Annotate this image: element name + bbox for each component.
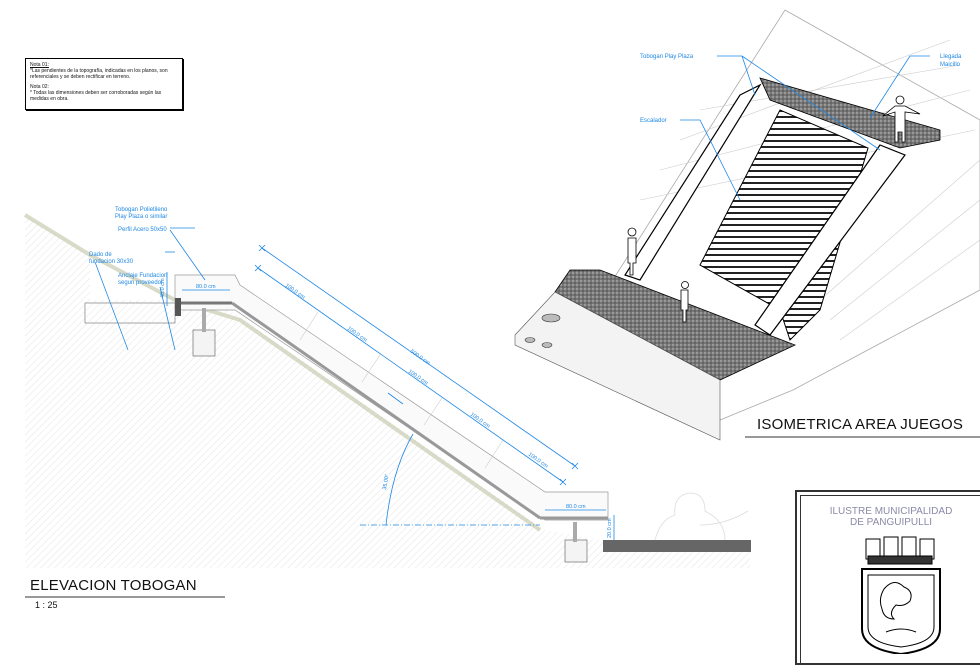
elevation-title: ELEVACION TOBOGAN [30,577,197,594]
human-figures [627,95,921,323]
dim-total-length: 500.0 cm [409,349,431,367]
dim-top-height: 40.0 cm [160,278,166,298]
footing-label-2: fundacion 30x30 [89,259,134,265]
stump-seat [541,313,561,323]
lower-platform [554,269,797,381]
slide-material-label-1: Tobogan Polietileno [115,207,168,213]
dim-top-width: 80.0 cm [196,284,216,290]
isometric-title: ISOMETRICA AREA JUEGOS [757,416,964,433]
iso-arrival-label-1: Llegada [940,54,962,60]
dim-segment-3: 100.0 cm [407,369,429,387]
iso-slide-label: Tobogan Play Plaza [640,54,694,60]
title-block: ILUSTRE MUNICIPALIDAD DE PANGUIPULLI [795,490,980,665]
slide-material-label-2: Play Plaza o similar [115,214,167,220]
dim-segment-2: 100.0 cm [346,326,368,344]
note1-text: *Las pendientes de la topografía, indica… [30,68,168,80]
slide-left [624,83,762,281]
ground-slab [603,540,751,552]
municipality-line-1: ILUSTRE MUNICIPALIDAD [829,506,953,517]
dim-segment-5: 100.0 cm [527,452,549,470]
foundation-bottom [564,539,588,563]
coat-of-arms-icon [861,536,941,654]
slope-arrow-icon [387,392,404,405]
municipality-line-2: DE PANGUIPULLI [849,517,933,528]
dim-segment-4: 100.0 cm [469,412,491,430]
dimension-lines [94,227,615,540]
dim-angle: 35.00° [382,474,391,491]
note2-text: * Todas las dimensiones deben ser corrob… [30,90,162,102]
dim-bottom-width: 80.0 cm [566,504,586,510]
anchor-label-1: Anclaje Fundacion [118,273,167,279]
dim-bottom-height: 20.0 cm [607,518,613,538]
foundation-top [192,329,216,357]
note2-title: Nota 02: [30,84,49,90]
notes-box: Nota 01: *Las pendientes de la topografí… [25,58,183,110]
iso-leader-lines [680,55,930,201]
dim-segment-1: 100.0 cm [284,283,306,301]
isometric-view [514,9,980,441]
steel-profile-label: Perfil Acero 50x50 [118,227,167,233]
iso-climber-label: Escalador [640,118,667,124]
municipality-name: ILUSTRE MUNICIPALIDAD DE PANGUIPULLI [801,506,980,528]
note1-title: Nota 01: [30,62,49,68]
anchor-label-2: segun proveedor [118,280,163,286]
iso-arrival-label-2: Maicillo [940,62,961,68]
footing-label-1: Dado de [89,252,112,258]
slide-elevation [174,274,609,542]
elevation-scale: 1 : 25 [35,600,58,610]
children-silhouette [654,492,749,541]
